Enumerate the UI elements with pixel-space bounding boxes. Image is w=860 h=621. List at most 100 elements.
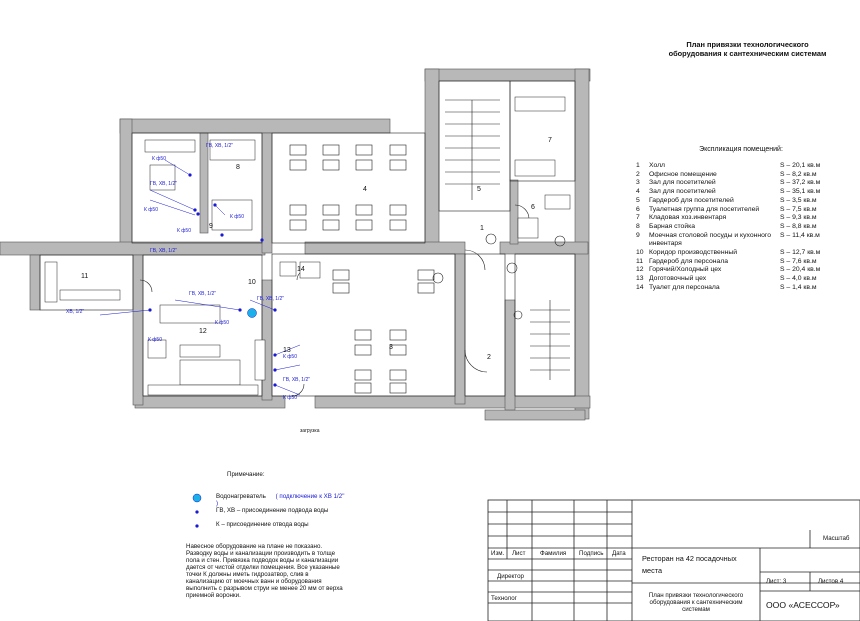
room-area-cell: S – 8,8 кв.м [780,222,817,230]
room-number: 1 [480,225,484,232]
room-area-cell: S – 8,2 кв.м [780,170,817,178]
annotation: К ф50 [148,337,162,343]
stamp-col-podpis: Подпись [579,550,604,557]
room-name-cell: Зал для посетителей [649,188,716,196]
room-name-cell: Горячий/Холодный цех [649,266,722,274]
room-number-cell: 14 [636,283,644,291]
room-number: 12 [199,328,207,335]
room-name-cell: Моечная столовой посуды и кухонного инве… [649,231,772,248]
stamp-col-izm: Изм. [491,550,505,557]
annotation: К ф50 [283,354,297,360]
walls [0,68,591,421]
room-row: 4 Зал для посетителей S – 35,1 кв.м [636,188,836,197]
plan-title: План привязки технологического оборудова… [668,40,827,58]
entry-label: загрузка [300,428,320,434]
room-number-cell: 7 [636,214,640,222]
stamp-col-data: Дата [612,550,626,557]
stamp-list: Лист: 3 [766,578,787,585]
title-block-lines [487,499,860,621]
room-number: 2 [487,354,491,361]
room-row: 6 Туалетная группа для посетителей S – 7,5… [636,206,836,215]
room-area-cell: S – 35,1 кв.м [780,188,821,196]
annotation: ГВ, ХВ, 1/2" [283,377,310,383]
pipe-leaders [99,159,301,396]
room-area-cell: S – 3,5 кв.м [780,196,817,204]
room-number-cell: 8 [636,222,640,230]
annotation: К ф50 [144,207,158,213]
room-number: 5 [477,186,481,193]
sheet-title: План привязки технологического оборудова… [648,592,744,613]
room-name-cell: Офисное помещение [649,170,717,178]
stamp-masshtab: Масштаб [823,535,850,542]
plants [432,233,566,320]
room-number-cell: 3 [636,179,640,187]
room-number: 8 [236,164,240,171]
drain-label: К – присоединение отвода воды [216,521,309,528]
company-name: ООО «АСЕССОР» [766,600,840,610]
annotation: К ф50 [152,156,166,162]
connection-points [148,173,277,387]
room-name-cell: Коридор производственный [649,249,738,257]
annotation: ХВ, 1/2" [66,309,85,315]
annotation: К ф50 [177,228,191,234]
notes-heading: Примечание: [227,471,265,478]
room-area-cell: S – 12,7 кв.м [780,249,821,257]
room-number-cell: 9 [636,231,640,239]
room-area-cell: S – 37,2 кв.м [780,179,821,187]
stamp-col-familiya: Фамилия [540,550,567,557]
room-area-cell: S – 20,1 кв.м [780,162,821,169]
room-name-cell: Туалетная группа для посетителей [649,205,760,213]
annotation: К ф50 [283,395,297,401]
water-heater-symbol [247,308,257,318]
annotation: ГВ, ХВ, 1/2" [150,248,177,254]
room-row: 2 Офисное помещение S – 8,2 кв.м [636,171,836,180]
room-area-cell: S – 1,4 кв.м [780,283,817,291]
room-number-cell: 2 [636,170,640,178]
room-area-cell: S – 4,0 кв.м [780,275,817,283]
hall-3-tables [332,269,435,394]
room-name-cell: Зал для посетителей [649,179,716,187]
room-row: 10 Коридор производственный S – 12,7 кв.м [636,249,836,258]
annotation: ГВ, ХВ, 1/2" [206,143,233,149]
room-number: 10 [248,279,256,286]
water-label: ГВ, ХВ – присоединение подвода воды [216,507,329,514]
drain-legend-row: К – присоединение отвода воды [186,521,346,535]
room-number: 14 [297,266,305,273]
room-number-cell: 1 [636,162,640,169]
heater-legend-symbol [192,493,202,503]
annotation: К ф50 [230,214,244,220]
room-number: 11 [81,273,89,280]
room-number-cell: 6 [636,205,640,213]
room-number: 3 [389,344,393,351]
room-number-cell: 11 [636,257,644,265]
room-name-cell: Доготовочный цех [649,275,707,283]
annotation: ГВ, ХВ, 1/2" [257,296,284,302]
room-number: 4 [363,186,367,193]
stamp-technolog: Технолог [491,595,517,602]
room-area-cell: S – 20,4 кв.м [780,266,821,274]
room-number: 9 [209,223,213,230]
drain-legend-symbol [195,524,199,528]
room-row: 3 Зал для посетителей S – 37,2 кв.м [636,179,836,188]
room-number-cell: 12 [636,266,644,274]
notes-block: Примечание: Водонагреватель ( подключени… [186,471,346,599]
room-name-cell: Гардероб для посетителей [649,196,734,204]
room-number-cell: 10 [636,249,644,257]
water-legend-symbol [195,510,199,514]
notes-paragraph: Навесное оборудование на плане не показа… [186,543,343,599]
room-number-cell: 4 [636,188,640,196]
stamp-director: Директор [497,573,524,580]
equipment [44,96,571,396]
room-row: 9 Моечная столовой посуды и кухонного инв… [636,232,836,249]
room-area-cell: S – 7,5 кв.м [780,205,817,213]
room-number: 13 [283,347,291,354]
